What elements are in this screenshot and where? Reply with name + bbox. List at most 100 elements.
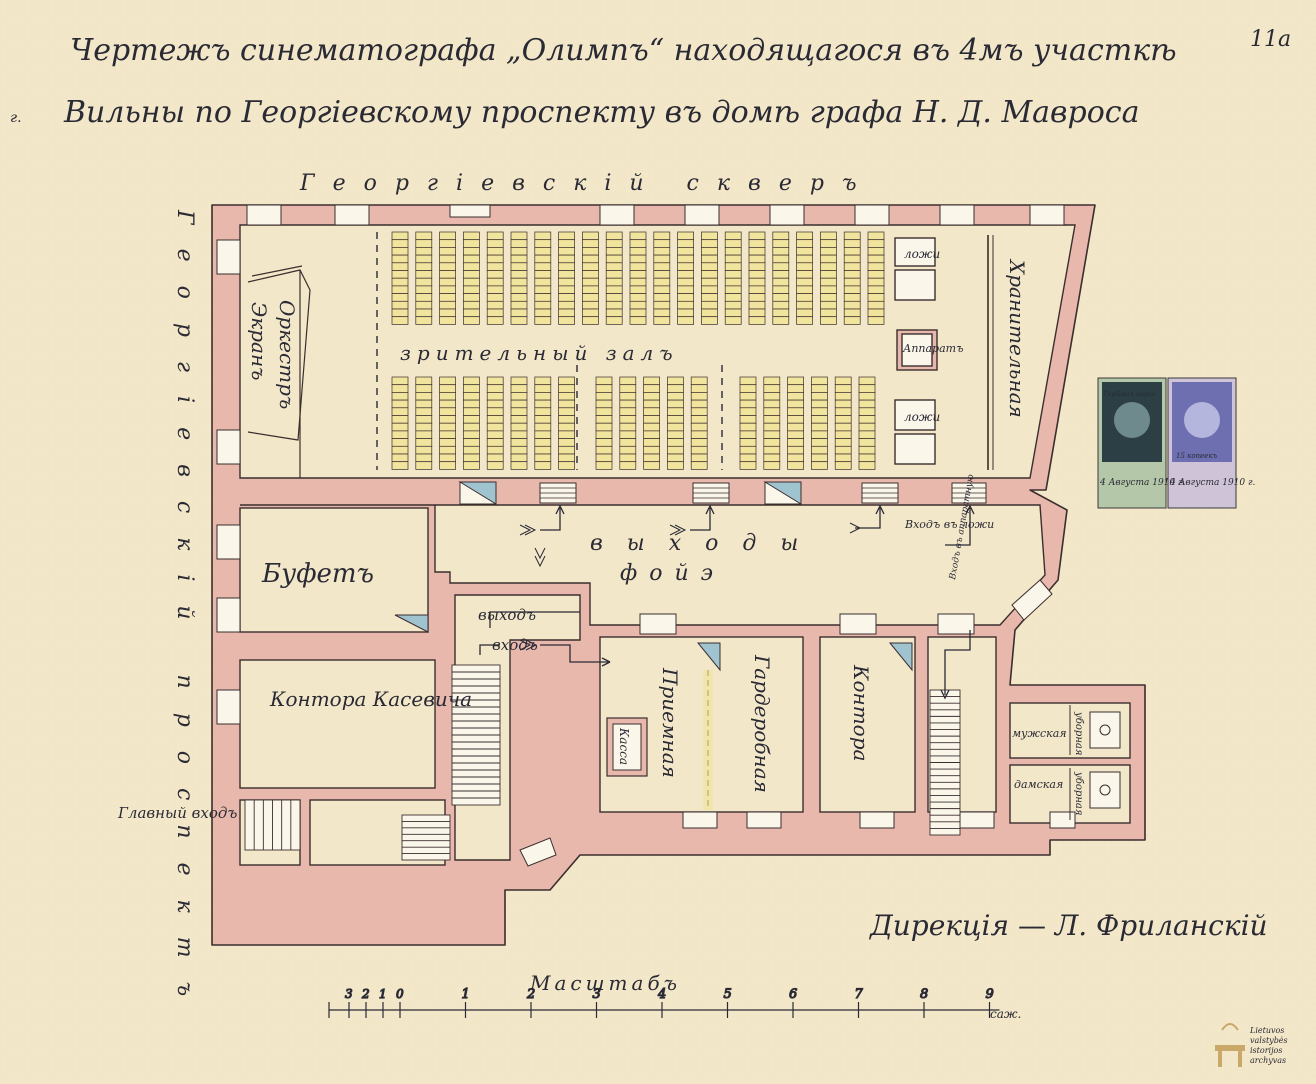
seat [439, 407, 456, 416]
seat [391, 277, 409, 287]
seat [690, 392, 708, 401]
seat [534, 453, 552, 463]
seat [605, 270, 623, 279]
seat [558, 438, 575, 447]
seat [858, 415, 876, 424]
seat [677, 262, 694, 271]
seat-rows [391, 231, 885, 470]
seat [811, 430, 828, 439]
seat [748, 285, 766, 294]
seat [486, 422, 504, 432]
main-entrance-label: Главный входъ [117, 804, 237, 822]
seat [724, 231, 742, 241]
seat [763, 376, 781, 386]
seat [858, 438, 876, 447]
seat [667, 399, 684, 409]
seat [667, 384, 684, 393]
seat [739, 430, 757, 439]
seat [643, 407, 660, 416]
seat [772, 316, 790, 325]
seat [763, 392, 781, 401]
seat [629, 285, 647, 294]
seat [582, 247, 599, 256]
scale-tick-label: 0 [396, 987, 404, 1001]
wc-fixtures [1069, 705, 1121, 820]
seat [643, 422, 660, 432]
seat [391, 316, 409, 325]
seat [534, 407, 552, 416]
seat [748, 316, 766, 325]
seat [463, 239, 480, 248]
seat [858, 407, 876, 416]
seat [415, 376, 433, 386]
doors [394, 481, 913, 672]
seat [463, 422, 480, 432]
office-label: Контора [849, 664, 873, 761]
seat [677, 231, 694, 241]
seat [763, 461, 781, 470]
seat [811, 445, 828, 455]
seat [772, 270, 790, 279]
partition-fill [703, 670, 713, 810]
seat [739, 445, 757, 455]
seat [796, 231, 813, 241]
seat [486, 407, 504, 416]
seat [701, 277, 718, 287]
seat [677, 308, 694, 318]
seat [629, 308, 647, 318]
seat [463, 438, 480, 447]
seat [486, 445, 504, 455]
seat [701, 300, 718, 310]
seat [439, 392, 456, 401]
seat [595, 384, 613, 393]
seat [439, 430, 456, 439]
seat [463, 392, 480, 401]
seat [463, 384, 480, 393]
seat [724, 300, 742, 310]
seat [510, 247, 528, 256]
seat [667, 453, 684, 463]
seat [739, 384, 757, 393]
seat [811, 407, 828, 416]
archive-logo [1215, 1023, 1245, 1067]
seat [558, 384, 575, 393]
archive-line-4: archyvas [1250, 1056, 1286, 1065]
seat [558, 254, 575, 264]
seat [701, 270, 718, 279]
seat [558, 300, 575, 310]
seat [439, 277, 456, 287]
seat [653, 262, 671, 271]
seat [820, 293, 837, 302]
seat [858, 376, 876, 386]
seat [391, 430, 409, 439]
seat [811, 392, 828, 401]
seat [463, 270, 480, 279]
seat [701, 231, 718, 241]
seat [486, 430, 504, 439]
seat [763, 415, 781, 424]
seat [534, 415, 552, 424]
seat [510, 308, 528, 318]
seat [558, 231, 575, 241]
seat [582, 316, 599, 325]
seat [843, 300, 861, 310]
seat [653, 300, 671, 310]
seat [415, 293, 433, 302]
seat [558, 270, 575, 279]
seat [415, 384, 433, 393]
seat [605, 231, 623, 241]
seat [486, 384, 504, 393]
seat [415, 285, 433, 294]
seat [629, 239, 647, 248]
seat [843, 239, 861, 248]
seat [463, 231, 480, 241]
seat [486, 316, 504, 325]
seat [439, 422, 456, 432]
seat [619, 445, 637, 455]
seat [534, 308, 552, 318]
seat [748, 293, 766, 302]
seat [415, 422, 433, 432]
seat [534, 422, 552, 432]
seat [463, 399, 480, 409]
